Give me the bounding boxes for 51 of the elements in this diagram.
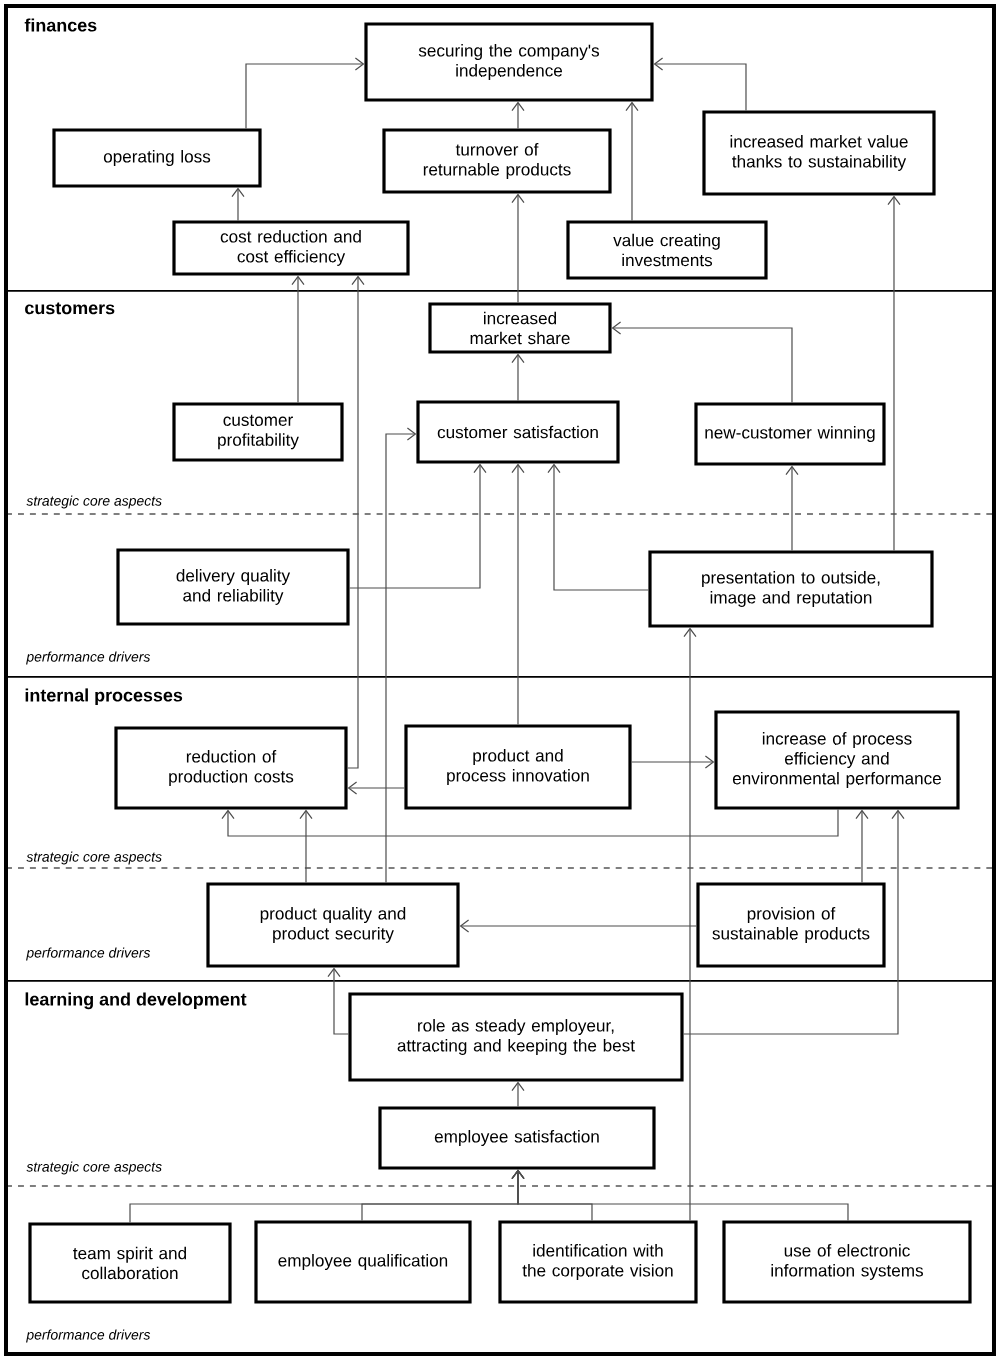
- arrow: [385, 427, 417, 883]
- process-box: cost reduction and cost efficiency: [172, 220, 410, 276]
- arrow: [245, 57, 365, 129]
- process-box: presentation to outside, image and reputation: [648, 550, 934, 628]
- process-box: increase of process efficiency and environmental performance: [714, 710, 960, 810]
- process-box: role as steady employeur, attracting and keeping the best: [348, 992, 684, 1082]
- arrow: [327, 967, 349, 1035]
- arrow: [299, 809, 313, 883]
- arrow: [349, 463, 487, 589]
- arrow: [347, 275, 365, 769]
- arrow: [625, 101, 639, 221]
- process-box: value creating investments: [566, 220, 768, 280]
- process-box: increased market share: [428, 302, 612, 354]
- arrow: [683, 809, 905, 1035]
- process-box: securing the company's independence: [364, 22, 654, 102]
- arrow: [347, 781, 405, 795]
- arrow: [887, 195, 901, 551]
- arrow: [785, 465, 799, 551]
- process-box: employee satisfaction: [378, 1106, 656, 1170]
- arrow: [459, 919, 697, 933]
- process-box: use of electronic information systems: [722, 1220, 972, 1304]
- arrow: [231, 187, 245, 221]
- arrow: [631, 755, 715, 769]
- arrow: [511, 101, 525, 129]
- arrow: [511, 1169, 849, 1221]
- arrow: [653, 57, 747, 111]
- arrow: [547, 463, 649, 591]
- process-box: operating loss: [52, 128, 262, 188]
- process-box: provision of sustainable products: [696, 882, 886, 968]
- process-box: reduction of production costs: [114, 726, 348, 810]
- arrow: [683, 627, 697, 1221]
- process-box: turnover of returnable products: [382, 128, 612, 194]
- process-box: customer satisfaction: [416, 400, 620, 464]
- process-box: delivery quality and reliability: [116, 548, 350, 626]
- process-box: team spirit and collaboration: [28, 1222, 232, 1304]
- process-box: product and process innovation: [404, 724, 632, 810]
- process-box: customer profitability: [172, 402, 344, 462]
- arrow: [221, 809, 839, 837]
- process-box: employee qualification: [254, 1220, 472, 1304]
- process-box: new-customer winning: [694, 402, 886, 466]
- node-label: finances: [24, 18, 97, 32]
- process-box: product quality and product security: [206, 882, 460, 968]
- process-box: identification with the corporate vision: [498, 1220, 698, 1304]
- arrow: [291, 275, 305, 403]
- arrow: [855, 809, 869, 883]
- process-box: increased market value thanks to sustainability: [702, 110, 936, 196]
- arrow: [511, 353, 525, 401]
- arrow: [511, 463, 525, 725]
- arrow: [511, 193, 525, 303]
- arrow: [611, 321, 793, 403]
- arrow: [511, 1081, 525, 1107]
